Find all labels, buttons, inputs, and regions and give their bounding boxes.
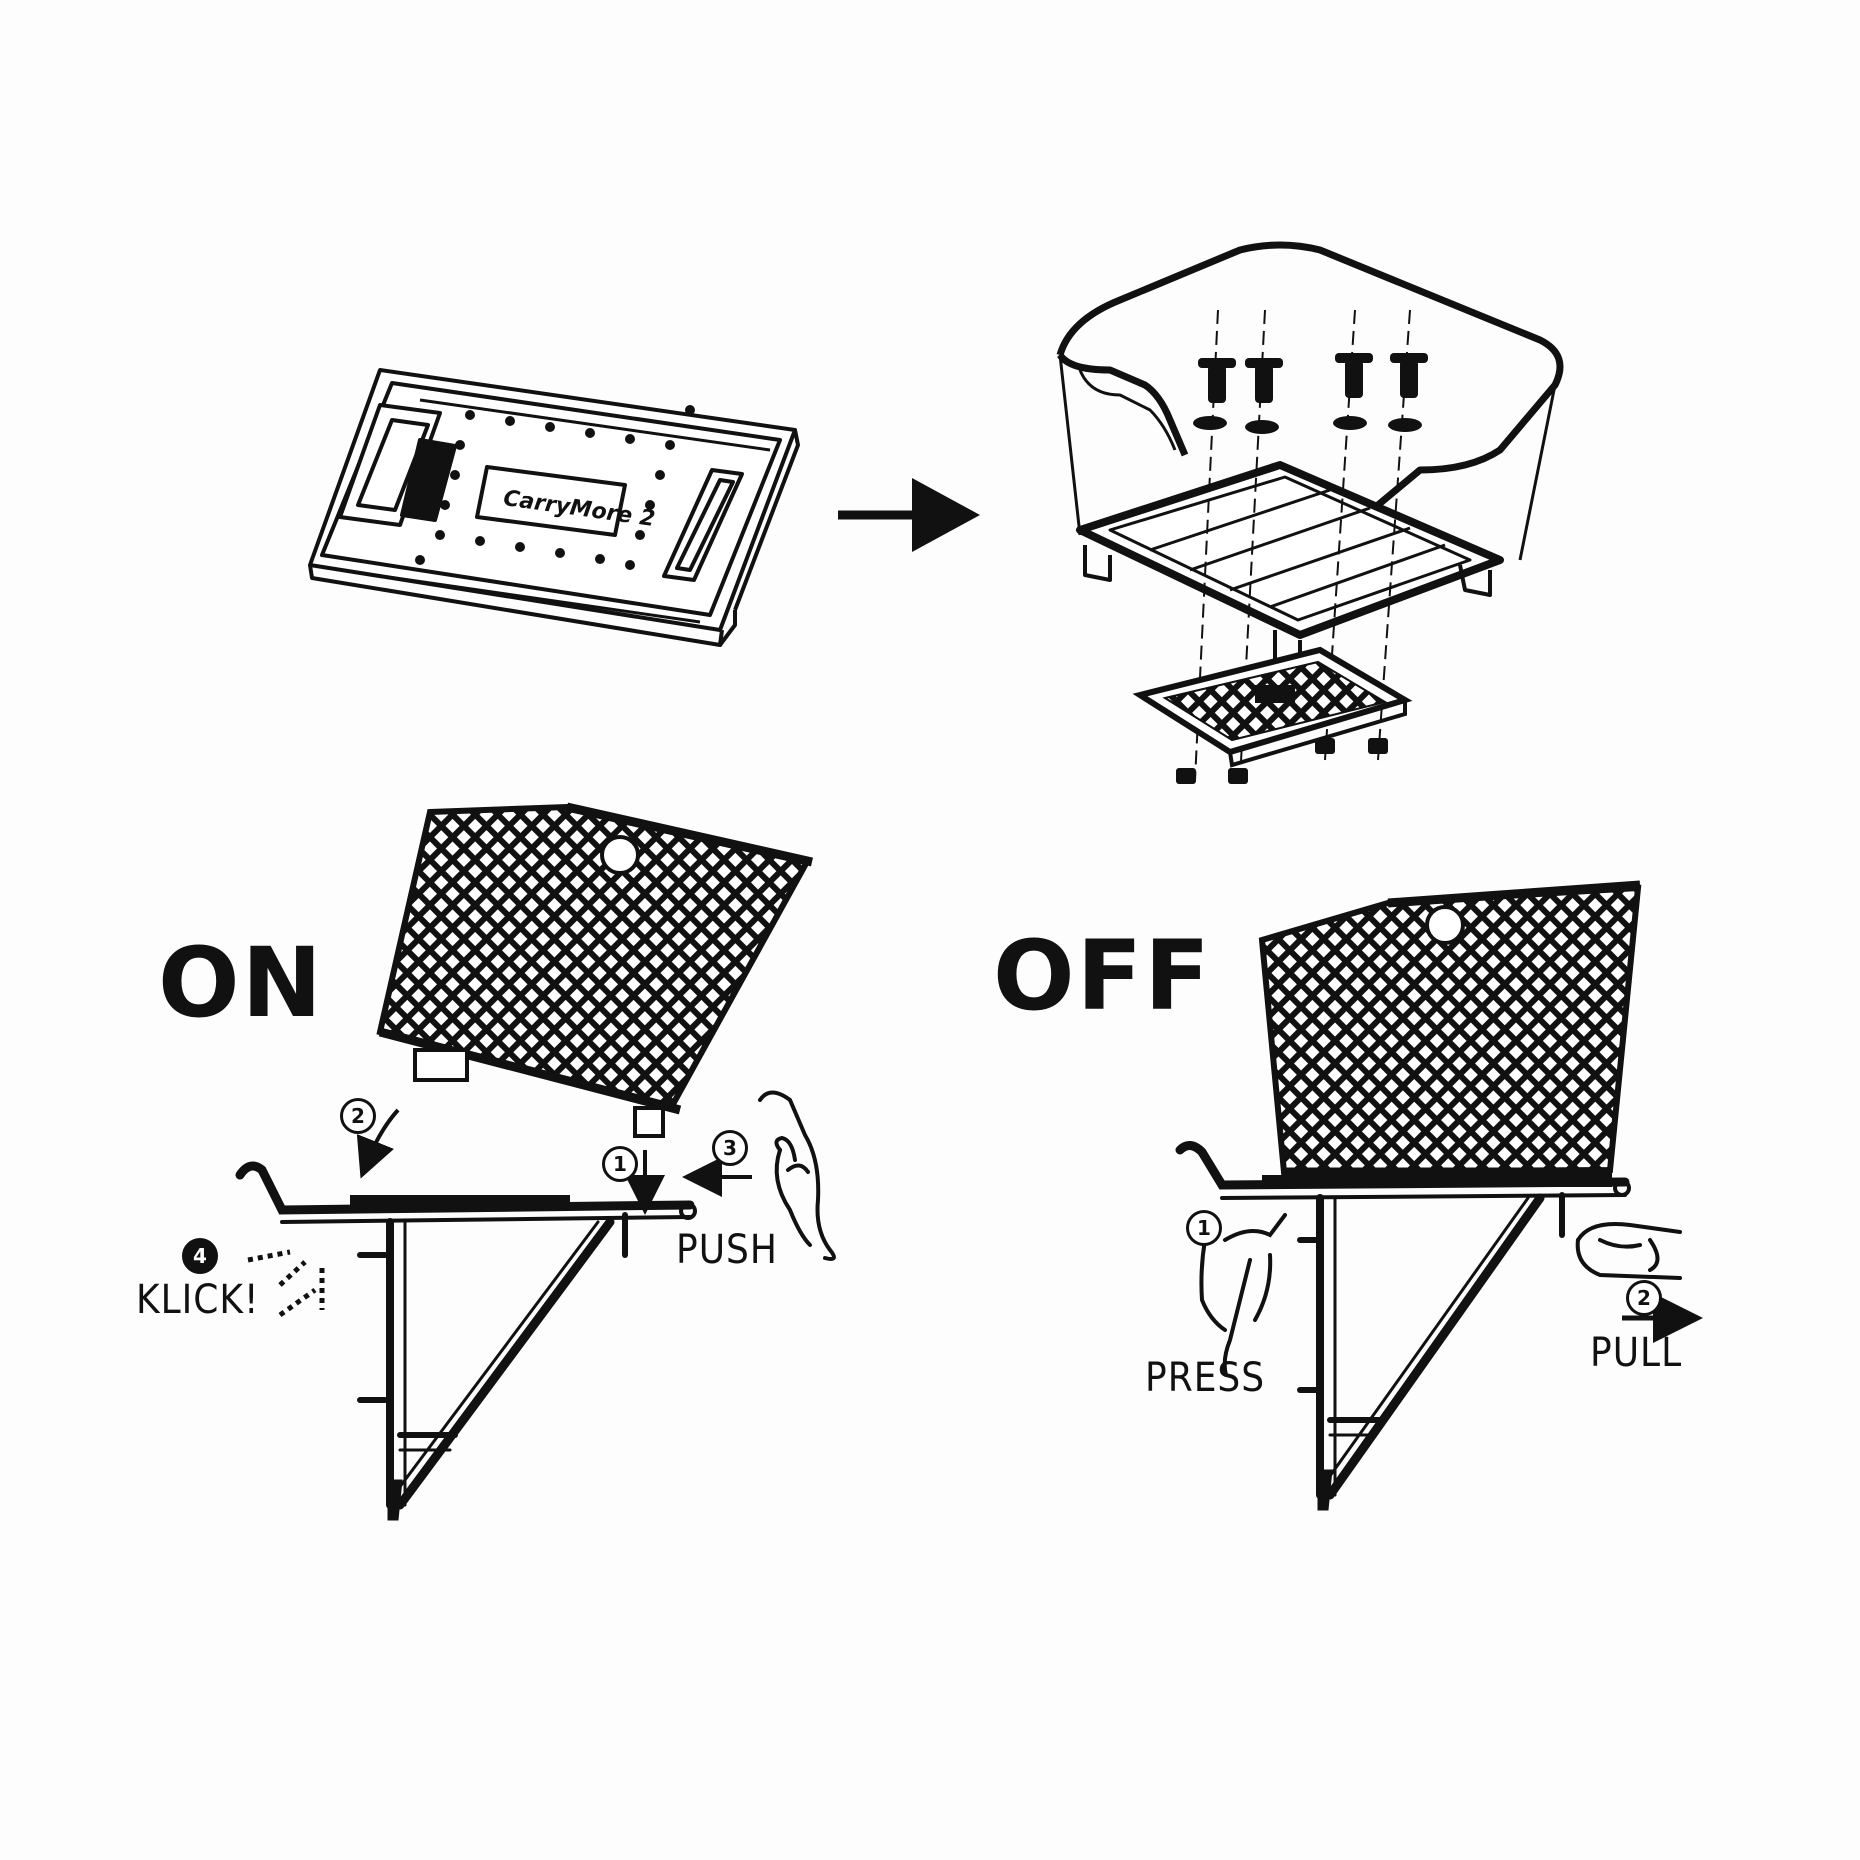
off-rack	[1175, 1141, 1631, 1511]
off-step-1-badge: 1	[1186, 1210, 1222, 1246]
on-step-2-badge: 2	[340, 1098, 376, 1134]
on-hand	[758, 1090, 836, 1261]
on-rack	[235, 1161, 697, 1521]
adapter-nuts	[1176, 738, 1388, 784]
on-step-1-badge: 1	[602, 1146, 638, 1182]
klick-sparks	[247, 1249, 325, 1318]
on-klick-label: KLICK!	[136, 1277, 260, 1323]
carrymore-plate	[308, 368, 800, 647]
on-basket	[376, 802, 813, 1138]
off-press-label: PRESS	[1145, 1355, 1266, 1401]
off-title: OFF	[993, 920, 1212, 1032]
on-motion-arrows	[356, 1108, 752, 1215]
off-pull-label: PULL	[1590, 1330, 1683, 1376]
plate-holes	[415, 405, 695, 570]
basket-bolts	[1193, 353, 1428, 434]
step-arrow	[838, 478, 980, 552]
on-push-label: PUSH	[676, 1227, 778, 1273]
off-hand-press	[1199, 1213, 1287, 1377]
off-basket	[1258, 880, 1642, 1177]
off-step-2-badge: 2	[1626, 1280, 1662, 1316]
on-step-4-badge: 4	[182, 1238, 218, 1274]
adapter-plate	[1132, 646, 1413, 768]
on-step-3-badge: 3	[712, 1130, 748, 1166]
off-hand-pull	[1575, 1222, 1682, 1280]
on-title: ON	[158, 927, 324, 1039]
